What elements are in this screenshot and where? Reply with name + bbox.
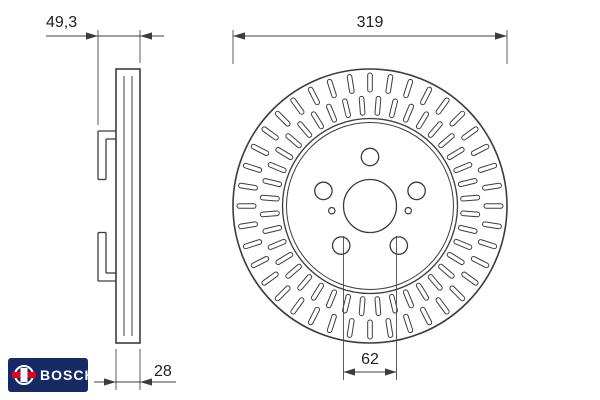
outer-diameter-label: 319 [357,14,384,31]
arrowhead [140,378,152,386]
center-bore [342,178,398,234]
front-view-disc-face [232,68,508,344]
armature-icon [12,365,36,385]
dimension-disc-thickness: 28 [94,349,176,390]
bolt-holes [314,147,426,255]
friction-ring-outline [115,68,141,344]
arrowhead [104,378,116,386]
bosch-logo: BOSCH [8,358,96,392]
arrowhead [140,32,152,40]
vent-slot-pattern-inner [259,95,481,317]
locating-holes [327,206,413,215]
logo-wordmark: BOSCH [40,367,96,383]
arrowhead [343,368,355,376]
dimension-total-width: 49,3 [46,14,164,125]
total-width-label: 49,3 [46,14,77,31]
center-bore-label: 62 [361,351,379,368]
hat-profile [97,130,116,282]
hat-edge-circle [286,122,454,290]
arrowhead [233,32,245,40]
arrowhead [86,32,98,40]
dimension-center-bore: 62 [343,236,397,380]
arrowhead [385,368,397,376]
vent-slot-pattern-outer [236,72,504,340]
arrowhead [495,32,507,40]
friction-surface-inner-circle [281,117,459,295]
outer-edge-circle [232,68,508,344]
side-view-cross-section [97,68,141,344]
dimension-outer-diameter: 319 [232,14,508,64]
disc-thickness-label: 28 [154,363,172,380]
